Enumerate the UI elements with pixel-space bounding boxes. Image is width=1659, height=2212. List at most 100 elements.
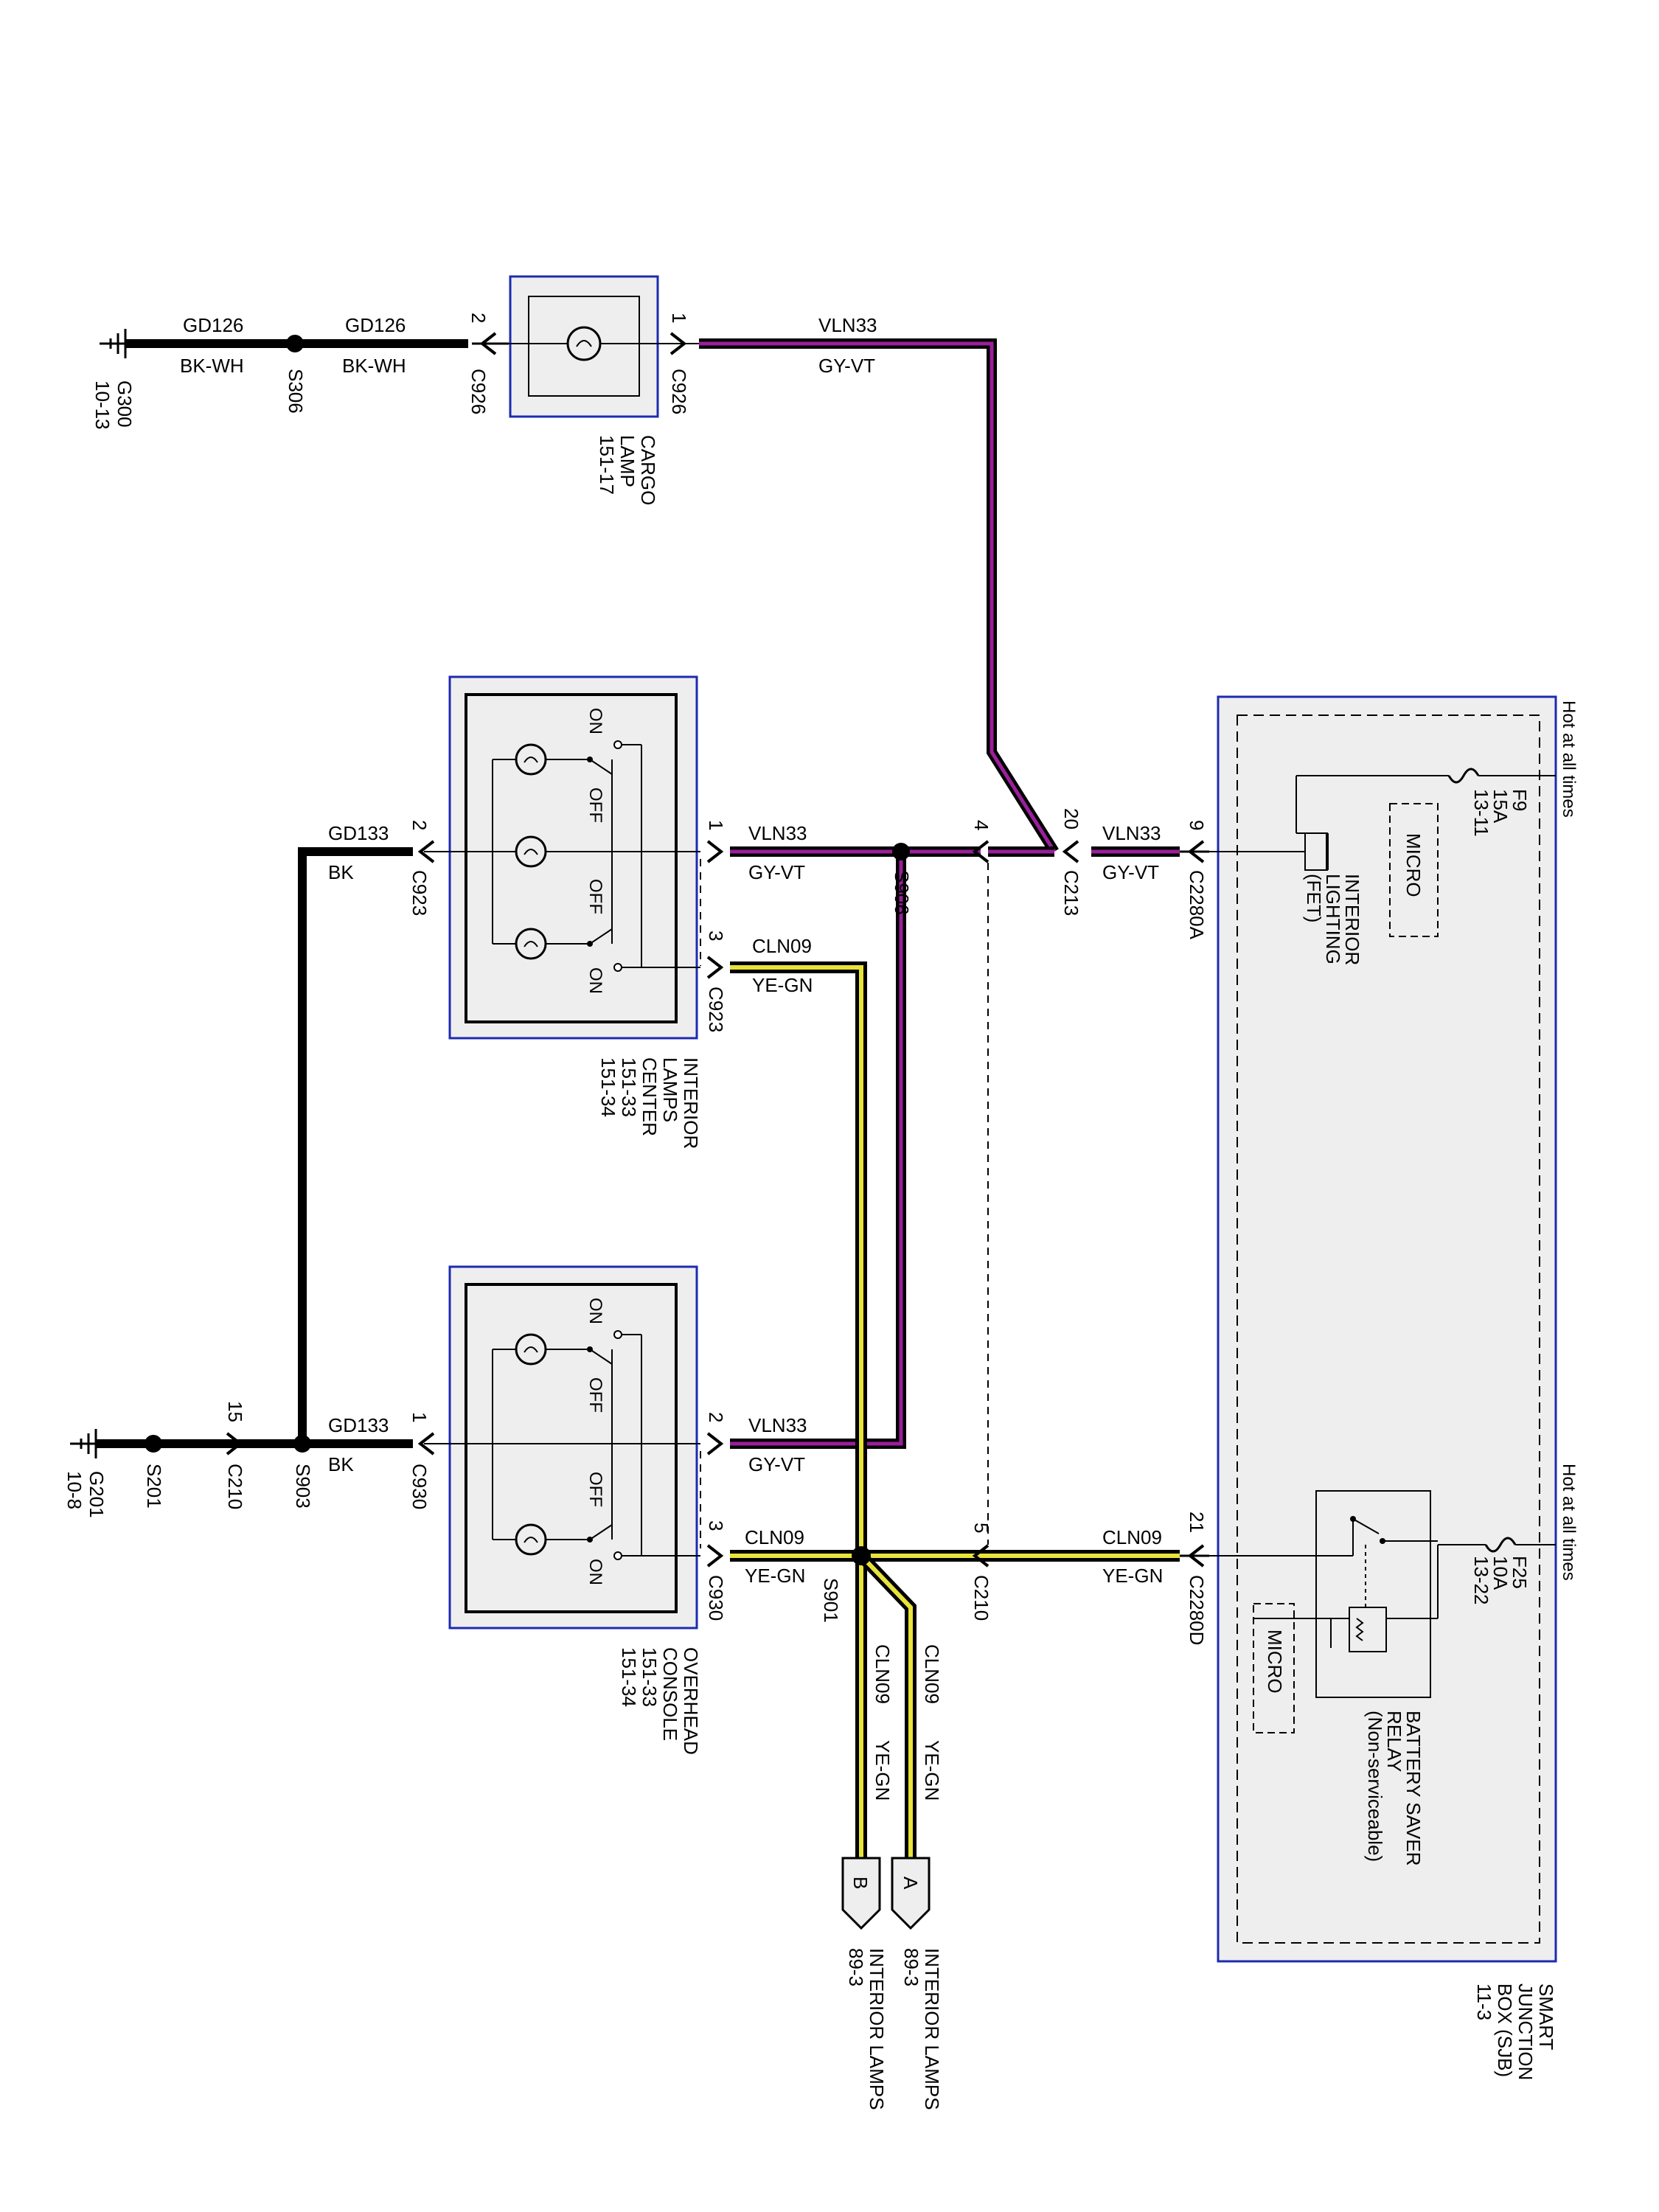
offpage-b-letter: B [849,1877,872,1889]
offpage-a-line-1: INTERIOR LAMPS [921,1948,943,2110]
lamp-bulb-icon [566,326,602,361]
switch-on-label-4: ON [585,1559,605,1585]
ground-g201: G201 10-8 [63,1429,108,1518]
switch-on-label-3: ON [585,1298,605,1324]
switch-off-label-3: OFF [585,1377,605,1413]
splice-s901-dot-icon [852,1546,871,1565]
splice-s903-dot-icon [293,1435,311,1453]
sjb-micro-box-2 [1253,1603,1295,1733]
connector-c210-label-1: C210 [224,1464,246,1509]
connector-c213-pin20: 20 [1060,808,1082,830]
wire-cln09-color-1: YE-GN [752,974,813,996]
connector-c930-pin2: 2 [705,1412,727,1422]
wire-labels: GD126 BK-WH GD126 BK-WH VLN33 GY-VT VLN3… [180,314,1163,1801]
sjb-name-3: BOX (SJB) [1494,1983,1516,2077]
cargo-lamp-name-2: LAMP [616,435,639,487]
sjb-micro-label-2: MICRO [1264,1630,1286,1694]
connector-c930-label-1: C930 [408,1464,431,1509]
overhead-console-name-2: CONSOLE [659,1647,681,1741]
splice-s201-dot-icon [145,1435,162,1453]
splices: S306 S906 S903 S901 S201 [143,335,913,1623]
splice-s903-label: S903 [292,1464,314,1509]
center-lamps-name-5: 151-34 [597,1057,619,1117]
ground-symbol-icon [70,1429,97,1458]
splice-s306-dot-icon [286,335,304,352]
connector-c2280d-pin: 21 [1186,1512,1208,1533]
connectors: 2 C926 1 C926 2 C923 1 3 C923 4 20 C213 … [224,313,1208,1645]
fuse-f9-ref: 13-11 [1470,789,1492,837]
cargo-lamp-name-1: CARGO [637,435,659,505]
ground-g300-name: G300 [114,380,136,428]
wire-cln09-color-4: YE-GN [872,1740,894,1801]
battery-saver-name-3: (Non-serviceable) [1364,1711,1386,1862]
switch-off-label-2: OFF [585,879,605,914]
wire-cln09-color-5: YE-GN [921,1740,943,1801]
switch-off-label-4: OFF [585,1472,605,1507]
connector-c923-pin3-icon [706,956,723,979]
ground-symbol-icon [100,329,127,358]
connector-c930-label-2: C930 [705,1575,727,1621]
connector-c210-label-2: C210 [970,1575,992,1621]
wire-cln09-color-3: YE-GN [1102,1565,1163,1587]
ground-g201-name: G201 [86,1471,108,1518]
sjb-micro-label-1: MICRO [1402,833,1425,897]
wire-vln33-circuit-4: VLN33 [748,1414,807,1436]
connector-c2280a-label: C2280A [1186,870,1208,940]
ground-g300-ref: 10-13 [91,380,114,430]
wire-cln09-color-2: YE-GN [745,1565,805,1587]
sjb-micro-box-1 [1389,803,1439,937]
lamp-bulb-icon [515,928,547,960]
lamp-bulb-icon [515,1333,547,1366]
connector-c213-label: C213 [1060,870,1082,916]
fuse-f25-ref: 13-22 [1470,1556,1492,1605]
wire-gd133-color-2: BK [328,1453,354,1475]
interior-lighting-name-1: INTERIOR [1341,874,1363,965]
wire-cln09-circuit-5: CLN09 [921,1644,943,1704]
overhead-console-name-1: OVERHEAD [680,1647,702,1755]
splice-s901-label: S901 [820,1578,842,1623]
connector-c930-pin1: 1 [408,1412,431,1422]
connector-c210-pin15: 15 [224,1401,246,1422]
ground-g300: G300 10-13 [91,329,136,430]
smart-junction-box: Hot at all times Hot at all times F9 15A… [1209,695,1579,2080]
splice-s906-label: S906 [891,870,913,915]
offpage-b-line-2: 89-3 [845,1948,867,1986]
connector-c930-pin3-icon [706,1544,723,1568]
connector-c213-pin4-icon [973,840,990,863]
ground-g201-ref: 10-8 [63,1471,86,1509]
switch-on-label-1: ON [585,708,605,734]
overhead-console: ON OFF OFF ON OVERHEAD CONSOLE 151-33 15… [424,1265,702,1755]
wire-vln33-color-4: GY-VT [748,1453,805,1475]
connector-c213-pin4: 4 [970,820,992,830]
connector-c926-label-1: C926 [467,369,490,414]
battery-saver-name-2: RELAY [1383,1711,1405,1772]
connector-c923-pin3: 3 [705,931,727,941]
battery-saver-name-1: BATTERY SAVER [1402,1711,1425,1865]
wire-vln33-color-3: GY-VT [1102,861,1159,883]
sjb-name-1: SMART [1535,1983,1557,2051]
cargo-lamp: CARGO LAMP 151-17 [509,275,699,505]
offpage-a-line-2: 89-3 [900,1948,922,1986]
fuse-f9-icon [1447,768,1480,784]
fuse-f9-name: F9 [1509,789,1531,811]
connector-c926-pin2: 2 [467,313,490,323]
offpage-a-letter: A [900,1877,922,1890]
splice-s906-dot-icon [892,843,910,860]
wire-layer [96,338,1209,1858]
wire-gd133-circuit-2: GD133 [328,1414,389,1436]
wire-cln09-circuit-4: CLN09 [872,1644,894,1704]
connector-c923-label-1: C923 [408,870,431,916]
wire-gd126-circuit-2: GD126 [345,314,406,336]
fuse-f25-icon [1484,1537,1517,1553]
offpage-b-line-1: INTERIOR LAMPS [866,1948,888,2110]
connector-c210-pin5: 5 [970,1523,992,1533]
overhead-console-name-4: 151-34 [618,1647,640,1707]
overhead-console-name-3: 151-33 [639,1647,661,1707]
lamp-bulb-icon [515,1523,547,1556]
sjb-hot-label-1: Hot at all times [1559,700,1579,818]
wire-cln09-circuit-1: CLN09 [752,935,812,957]
connector-c930-pin3: 3 [705,1520,727,1531]
interior-lighting-name-2: LIGHTING [1322,874,1344,964]
sjb-hot-label-2: Hot at all times [1559,1464,1579,1581]
